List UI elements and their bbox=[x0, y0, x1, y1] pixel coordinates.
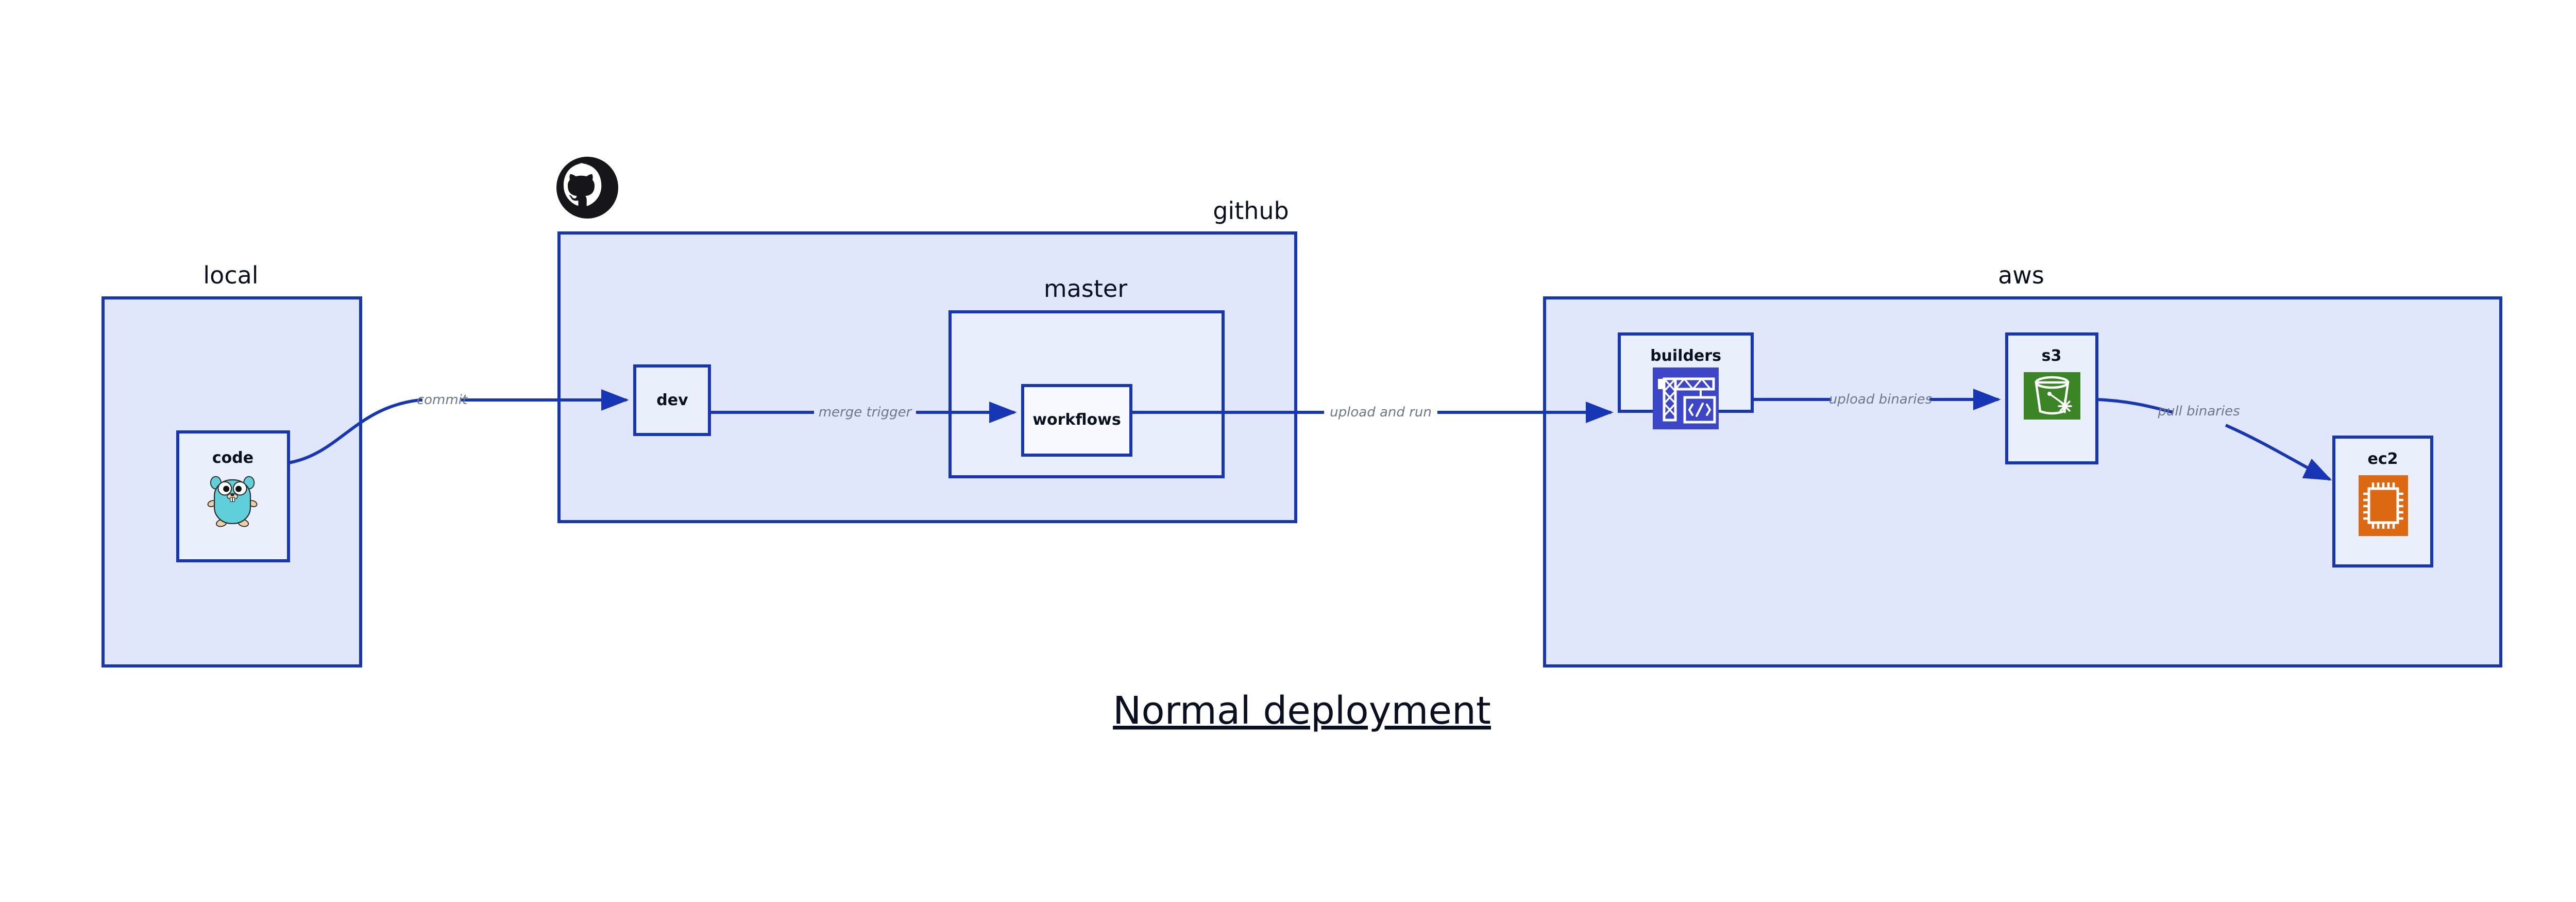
node-builders[interactable]: builders builders bbox=[1618, 332, 1754, 429]
subgroup-master-label: master bbox=[1044, 275, 1127, 303]
node-dev-box[interactable] bbox=[633, 364, 711, 436]
edge-s3-ec2[interactable]: pull binaries bbox=[2096, 398, 2332, 481]
edge-dev-workflows-label: merge trigger bbox=[819, 405, 913, 420]
node-workflows-box[interactable] bbox=[1021, 384, 1132, 457]
group-local-label: local bbox=[203, 261, 258, 289]
node-workflows-label: workflows bbox=[1032, 411, 1121, 429]
edge-workflows-builders[interactable]: upload and run bbox=[1131, 402, 1614, 423]
group-github-label: github bbox=[1213, 197, 1289, 225]
edge-s3-ec2-path2 bbox=[2225, 424, 2332, 481]
group-aws[interactable]: aws builders builders bbox=[1543, 261, 2502, 667]
edge-code-dev-label: commit bbox=[417, 392, 468, 408]
edge-builders-s3-label: upload binaries bbox=[1829, 392, 1932, 407]
edge-dev-workflows[interactable]: merge trigger bbox=[709, 402, 1017, 423]
aws-s3-bucket-icon bbox=[2024, 372, 2080, 420]
go-gopher-icon bbox=[207, 476, 258, 527]
edges-layer: commit merge trigger upload and run uplo… bbox=[288, 389, 2332, 481]
node-s3-label: s3 bbox=[2042, 347, 2062, 365]
diagram-title: Normal deployment bbox=[1113, 689, 1491, 733]
node-workflows[interactable]: workflows bbox=[1021, 384, 1132, 457]
edge-code-dev[interactable]: commit bbox=[288, 389, 629, 464]
edge-s3-ec2-path bbox=[2096, 398, 2174, 414]
node-code[interactable]: code bbox=[176, 430, 290, 562]
node-dev-label: dev bbox=[656, 391, 688, 409]
edge-code-dev-path bbox=[288, 398, 422, 464]
edge-s3-ec2-label: pull binaries bbox=[2157, 404, 2240, 419]
node-builders-label-top: builders bbox=[1650, 347, 1721, 365]
node-ec2-label: ec2 bbox=[2367, 450, 2398, 468]
group-aws-label: aws bbox=[1998, 261, 2044, 289]
node-ec2[interactable]: ec2 bbox=[2332, 436, 2433, 567]
node-dev[interactable]: dev bbox=[633, 364, 711, 436]
edge-builders-s3[interactable]: upload binaries bbox=[1752, 389, 2001, 410]
node-s3[interactable]: s3 bbox=[2005, 332, 2098, 464]
group-local[interactable]: local code bbox=[101, 261, 362, 667]
edge-workflows-builders-label: upload and run bbox=[1330, 405, 1432, 420]
group-github[interactable]: github dev master workflows bbox=[556, 157, 1297, 523]
github-octocat-icon bbox=[556, 157, 618, 219]
subgroup-master[interactable]: master workflows bbox=[948, 275, 1225, 478]
node-code-label: code bbox=[212, 449, 253, 467]
aws-ec2-chip-icon bbox=[2359, 475, 2408, 536]
aws-builders-crane-icon bbox=[1653, 368, 1719, 429]
